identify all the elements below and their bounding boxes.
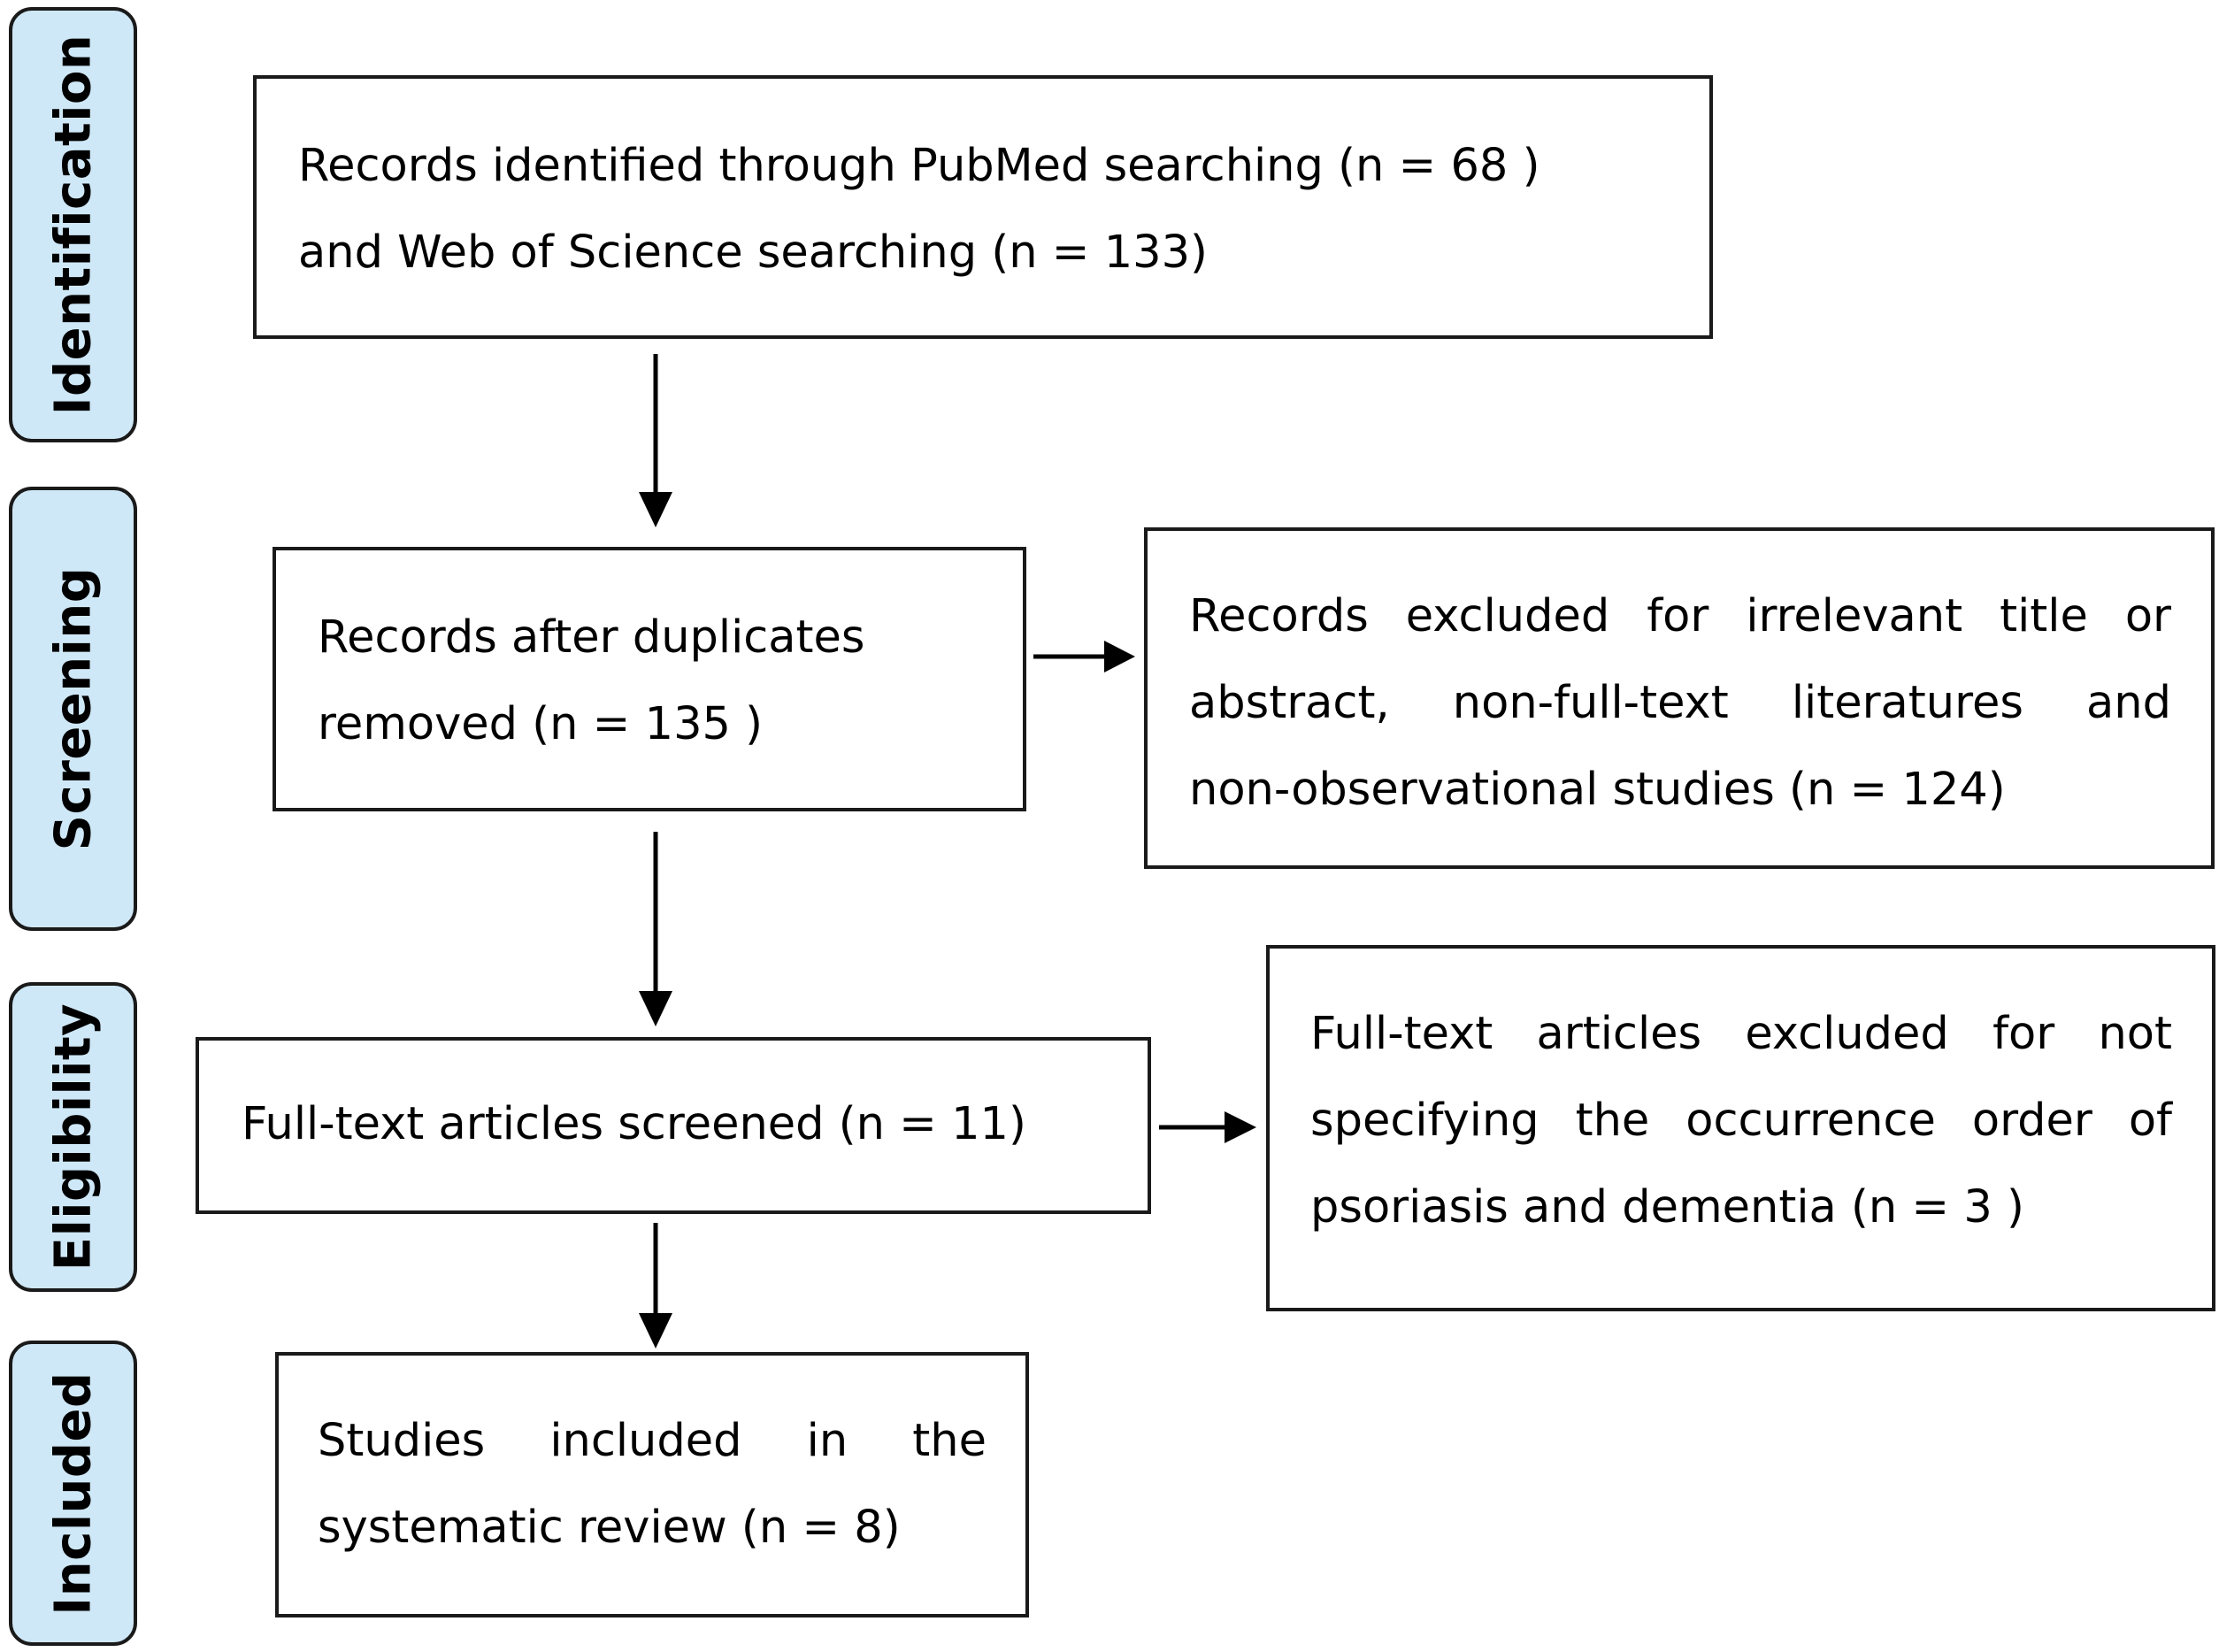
box-records-after-duplicates	[273, 547, 1026, 811]
studies-included-line2: systematic review (n = 8)	[318, 1502, 901, 1554]
fulltext-excluded-line3: psoriasis and dementia (n = 3 )	[1310, 1181, 2024, 1233]
fulltext-screened-line1: Full-text articles screened (n = 11)	[242, 1098, 1026, 1150]
fulltext-excluded-text: Full-text articles excluded for not spec…	[1310, 991, 2172, 1251]
arrowhead-screening-to-eligibility	[639, 991, 672, 1026]
studies-included-line1: Studies included in the	[318, 1415, 987, 1467]
arrowhead-eligibility-to-included	[639, 1313, 672, 1348]
after-duplicates-text: Records after duplicates removed (n = 13…	[318, 595, 990, 768]
arrowhead-eligibility-to-excluded	[1225, 1111, 1256, 1143]
box-records-excluded	[1144, 527, 2215, 869]
box-fulltext-screened	[196, 1037, 1151, 1214]
box-fulltext-excluded	[1266, 945, 2215, 1311]
fulltext-excluded-line2: specifying the occurrence order of	[1310, 1095, 2172, 1147]
phase-included: Included	[9, 1341, 137, 1646]
fulltext-excluded-line1: Full-text articles excluded for not	[1310, 1008, 2172, 1060]
after-duplicates-line2: removed (n = 135 )	[318, 698, 764, 750]
phase-screening: Screening	[9, 487, 137, 931]
box-studies-included	[275, 1352, 1029, 1617]
records-excluded-line2: abstract, non-full-text literatures and	[1189, 677, 2171, 729]
records-excluded-line1: Records excluded for irrelevant title or	[1189, 590, 2171, 642]
arrowhead-identified-to-screening	[639, 492, 672, 527]
studies-included-text: Studies included in the systematic revie…	[318, 1398, 987, 1571]
records-identified-text: Records identified through PubMed search…	[298, 123, 1678, 296]
after-duplicates-line1: Records after duplicates	[318, 611, 865, 664]
fulltext-screened-text: Full-text articles screened (n = 11)	[242, 1081, 1126, 1168]
phase-eligibility: Eligibility	[9, 982, 137, 1292]
records-identified-line2: and Web of Science searching (n = 133)	[298, 227, 1208, 279]
arrowhead-screening-to-excluded	[1104, 641, 1135, 672]
box-records-identified	[253, 75, 1713, 339]
phase-identification: Identification	[9, 7, 137, 442]
records-excluded-line3: non-observational studies (n = 124)	[1189, 764, 2006, 816]
records-excluded-text: Records excluded for irrelevant title or…	[1189, 573, 2171, 834]
records-identified-line1: Records identified through PubMed search…	[298, 140, 1540, 192]
